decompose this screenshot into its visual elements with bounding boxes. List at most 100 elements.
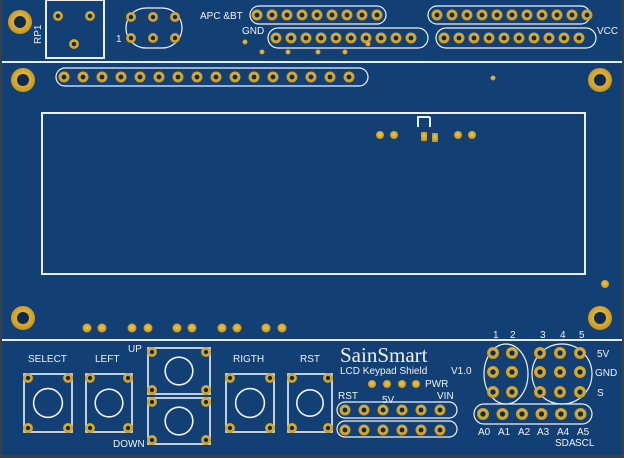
power-header-pin — [358, 404, 370, 416]
via — [97, 323, 107, 333]
rp1-pin — [85, 11, 95, 21]
power-header-pin — [339, 404, 351, 416]
via — [232, 323, 242, 333]
header-outline — [336, 401, 458, 419]
side-gnd-label: GND — [595, 368, 617, 379]
lcd-header-pin — [229, 71, 241, 83]
header-outline — [267, 27, 429, 49]
col5-label: 5 — [579, 330, 585, 341]
lcd-header-pin — [96, 71, 108, 83]
top-right-pin — [431, 9, 443, 21]
via — [242, 39, 248, 45]
rp1-pin — [53, 11, 63, 21]
brand-logo: SainSmart — [340, 343, 428, 367]
gnd-pin — [390, 32, 402, 44]
power-header-pin — [415, 404, 427, 416]
via — [468, 131, 476, 139]
gnd-pin — [360, 32, 372, 44]
apc-bt-pin — [266, 9, 278, 21]
power-header-pin — [339, 424, 351, 436]
via — [187, 323, 197, 333]
header-outline — [249, 5, 387, 25]
header-outline — [435, 27, 597, 49]
left-button[interactable] — [85, 373, 133, 433]
sensor-pin-col2 — [506, 386, 518, 398]
down-label: DOWN — [113, 439, 145, 450]
lcd-header-pin — [305, 71, 317, 83]
pwr-led-pad — [383, 380, 391, 388]
pwr-led-pad — [412, 380, 420, 388]
icsp-pin — [148, 33, 158, 43]
top-right-pin — [476, 9, 488, 21]
via — [490, 75, 496, 81]
icsp-pin — [126, 33, 136, 43]
top-right-pin — [521, 9, 533, 21]
sensor-pin-col5 — [574, 366, 586, 378]
col2-label: 2 — [510, 330, 516, 341]
lcd-header-pin — [134, 71, 146, 83]
via — [217, 323, 227, 333]
icsp-pin — [170, 12, 180, 22]
via — [82, 323, 92, 333]
apc-bt-pin — [341, 9, 353, 21]
col1-label: 1 — [493, 330, 499, 341]
power-header-pin — [396, 404, 408, 416]
via — [277, 323, 287, 333]
rp1-potentiometer[interactable] — [45, 0, 105, 59]
sensor-pin-col4 — [554, 366, 566, 378]
lcd-header-pin — [172, 71, 184, 83]
power-header-pin — [396, 424, 408, 436]
via — [342, 49, 348, 55]
up-button[interactable] — [147, 347, 211, 395]
lcd-header-pin — [343, 71, 355, 83]
via — [127, 323, 137, 333]
apc-bt-pin — [326, 9, 338, 21]
a0-label: A0 — [478, 427, 491, 438]
sensor-pin-col3 — [534, 366, 546, 378]
rst-button[interactable] — [287, 373, 333, 433]
mounting-holes — [8, 10, 612, 330]
version-label: V1.0 — [451, 366, 472, 377]
button-group — [23, 347, 333, 445]
sensor-pin-col5 — [574, 347, 586, 359]
lcd-header-pin — [210, 71, 222, 83]
icsp-pin — [148, 12, 158, 22]
pin1-label: 1 — [116, 34, 122, 45]
down-button[interactable] — [147, 397, 211, 445]
via — [315, 49, 321, 55]
a3-label: A3 — [537, 427, 550, 438]
header-5v-label: 5V — [382, 395, 395, 406]
pwr-led-pad — [368, 380, 376, 388]
apc-bt-pin — [281, 9, 293, 21]
gnd-top-label: GND — [242, 26, 264, 37]
lcd-header-pin — [58, 71, 70, 83]
col3-label: 3 — [540, 330, 546, 341]
sensor-pin-col2 — [506, 347, 518, 359]
vcc-pin — [528, 32, 540, 44]
analog-pin — [555, 408, 567, 420]
power-header-pin — [434, 404, 446, 416]
a5-label: A5 — [577, 427, 590, 438]
vcc-pin — [468, 32, 480, 44]
vcc-pin — [438, 32, 450, 44]
top-right-pin — [506, 9, 518, 21]
model-label: LCD Keypad Shield — [340, 366, 427, 377]
vcc-pin — [558, 32, 570, 44]
apc-bt-pin — [296, 9, 308, 21]
sensor-pin-col1 — [487, 386, 499, 398]
rp1-pin — [69, 39, 79, 49]
right-button[interactable] — [225, 373, 275, 433]
lcd-header-pin — [77, 71, 89, 83]
gnd-pin — [285, 32, 297, 44]
gnd-pin — [330, 32, 342, 44]
right-label: RIGTH — [233, 354, 264, 365]
sensor-pin-col3 — [534, 386, 546, 398]
select-button[interactable] — [23, 373, 73, 433]
top-right-pin — [581, 9, 593, 21]
pwr-label: PWR — [425, 379, 448, 390]
sensor-pin-col5 — [574, 386, 586, 398]
top-right-pin — [461, 9, 473, 21]
vcc-pin — [498, 32, 510, 44]
sda-label: SDA — [555, 438, 576, 449]
select-label: SELECT — [28, 354, 67, 365]
